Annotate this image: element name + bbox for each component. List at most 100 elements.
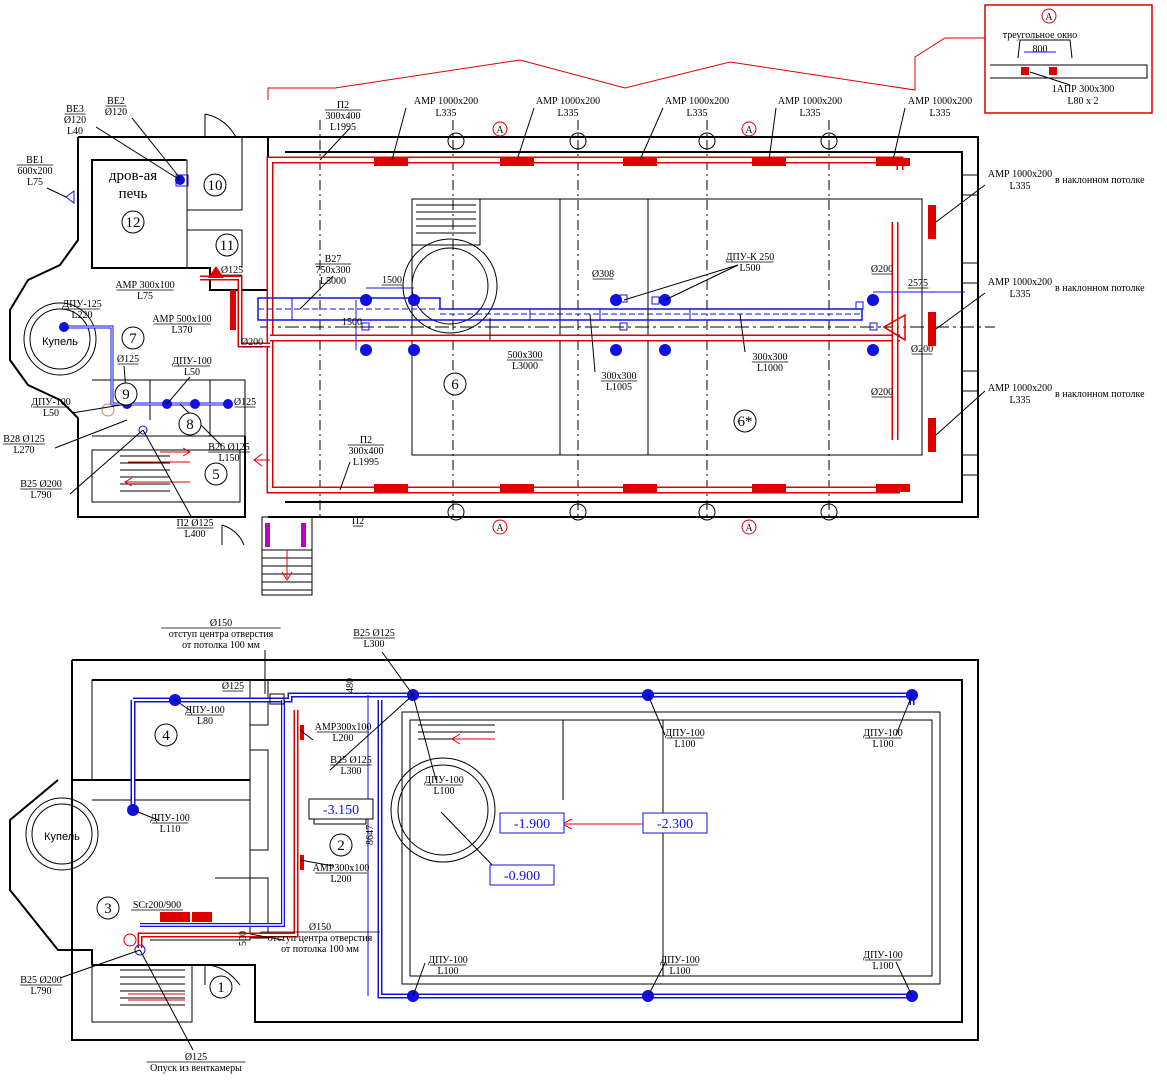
d300x300-b-label: 300х300 bbox=[753, 352, 788, 363]
callout-a-label2: L80 х 2 bbox=[1067, 96, 1098, 107]
room-9: 9 bbox=[122, 387, 130, 403]
dpu-l80-label: ДПУ-100 bbox=[185, 705, 224, 716]
dpu-l100-tr1-label: L100 bbox=[674, 739, 695, 750]
scr-label: SCr200/900 bbox=[133, 900, 181, 911]
o125-l-label: Ø125 bbox=[222, 681, 244, 692]
amr-top-5-len: L335 bbox=[929, 108, 950, 119]
level-2300-box bbox=[642, 812, 708, 834]
v28-label: L270 bbox=[13, 445, 34, 456]
amr-500-label: АМР 500х100 bbox=[152, 314, 211, 325]
stove-label-1: дров-ая bbox=[109, 168, 157, 184]
lower-levels: -3.150-1.900-2.300-0.900 bbox=[308, 798, 708, 886]
v25-a-label: В25 Ø200 bbox=[20, 479, 61, 490]
amr-side-1-len: L335 bbox=[1009, 181, 1030, 192]
room-6s-ring bbox=[733, 409, 757, 433]
amr-top-2: АМР 1000х200 bbox=[536, 96, 600, 107]
amr300-a-label: L200 bbox=[332, 733, 353, 744]
axis-mark: А bbox=[496, 125, 504, 136]
level-1900-box bbox=[499, 812, 565, 834]
room-6: 6 bbox=[451, 377, 459, 393]
o150-bot-label: от потолка 100 мм bbox=[281, 944, 360, 955]
v27-label: В27 bbox=[325, 254, 342, 265]
ve3-label: Ø120 bbox=[64, 115, 86, 126]
room-12: 12 bbox=[126, 215, 141, 231]
o200-b-label: Ø200 bbox=[871, 264, 893, 275]
room-6-ring bbox=[443, 372, 467, 396]
dpu-l100-b2-label: ДПУ-100 bbox=[660, 955, 699, 966]
lower-plan bbox=[9, 659, 979, 1041]
v25-200-b-label: В25 Ø200 bbox=[20, 975, 61, 986]
level-3150-box bbox=[308, 798, 374, 820]
room-10-ring bbox=[203, 173, 227, 197]
amr-top-2-len: L335 bbox=[557, 108, 578, 119]
dpu100-a-label: ДПУ-100 bbox=[172, 356, 211, 367]
dpu-l110-label: L110 bbox=[160, 824, 181, 835]
room-7-ring bbox=[121, 326, 145, 350]
dpu125-label: L220 bbox=[71, 310, 92, 321]
axis-mark: А bbox=[745, 125, 753, 136]
room-7: 7 bbox=[129, 331, 137, 347]
room-12-ring bbox=[121, 210, 145, 234]
room-2-ring bbox=[329, 833, 353, 857]
dpu-l100-b3-label: ДПУ-100 bbox=[863, 950, 902, 961]
ve2-label: ВЕ2 bbox=[107, 96, 125, 107]
o150-top-label: от потолка 100 мм bbox=[182, 640, 261, 651]
dpu-k250-label: ДПУ-К 250 bbox=[726, 252, 775, 263]
dpu-l100-b1-label: L100 bbox=[437, 966, 458, 977]
axis-mark: А bbox=[745, 523, 753, 534]
amr-side-1-note: в наклонном потолке bbox=[1055, 175, 1145, 186]
o200-c-label: Ø200 bbox=[911, 344, 933, 355]
p2-bottom-a-label: П2 bbox=[360, 435, 372, 446]
v25-125-b-label: L300 bbox=[340, 766, 361, 777]
dpu100-a-label: L50 bbox=[184, 367, 200, 378]
dpu-l100-b1-label: ДПУ-100 bbox=[428, 955, 467, 966]
dpu-l100-circle-label: L100 bbox=[433, 786, 454, 797]
room-5-ring bbox=[204, 462, 228, 486]
ve1-label: 600х200 bbox=[18, 166, 53, 177]
ducts-lower bbox=[123, 689, 918, 1002]
dpu-l100-tr1-label: ДПУ-100 bbox=[665, 728, 704, 739]
dim-480: 480 bbox=[345, 678, 356, 693]
v25-a-label: L790 bbox=[30, 490, 51, 501]
leaders-upper bbox=[46, 107, 986, 519]
v26-label: L150 bbox=[218, 453, 239, 464]
o125-b-label: Ø125 bbox=[117, 354, 139, 365]
amr-top-labels: АМР 1000х200 L335 АМР 1000х200 L335 АМР … bbox=[414, 96, 972, 119]
amr300-b-label: АМР300х100 bbox=[313, 863, 370, 874]
o125-a-label: Ø125 bbox=[221, 265, 243, 276]
o200-d-label: Ø200 bbox=[871, 387, 893, 398]
ve2-label: Ø120 bbox=[105, 107, 127, 118]
callout-a-label1: 1АПР 300х300 bbox=[1052, 84, 1115, 95]
p2-125-label: П2 Ø125 bbox=[177, 518, 214, 529]
amr-side-labels: АМР 1000х200 L335 в наклонном потолке АМ… bbox=[988, 169, 1145, 406]
d500x300-label: 500х300 bbox=[508, 350, 543, 361]
amr300-a-label: АМР300х100 bbox=[315, 722, 372, 733]
p2-bottom-b-label: П2 bbox=[352, 516, 364, 527]
dpu-l100-circle-label: ДПУ-100 bbox=[424, 775, 463, 786]
kupel-upper: Купель bbox=[42, 336, 78, 348]
leaders-lower bbox=[59, 650, 913, 1051]
dpu100-b-label: L50 bbox=[43, 408, 59, 419]
room-3: 3 bbox=[104, 901, 112, 917]
amr-top-4-len: L335 bbox=[799, 108, 820, 119]
room-2: 2 bbox=[337, 838, 345, 854]
v27-label: 750х300 bbox=[316, 265, 351, 276]
amr-side-1: АМР 1000х200 bbox=[988, 169, 1052, 180]
room-5: 5 bbox=[212, 467, 220, 483]
dpu-l80-label: L80 bbox=[197, 716, 213, 727]
ve1-label: ВЕ1 bbox=[26, 155, 44, 166]
amr-side-3-len: L335 bbox=[1009, 395, 1030, 406]
d1500-v-label: 1500 bbox=[342, 317, 362, 328]
level-2300: -2.300 bbox=[657, 817, 693, 832]
dpu-k250-label: L500 bbox=[739, 263, 760, 274]
amr-top-3: АМР 1000х200 bbox=[665, 96, 729, 107]
o150-bot-label: отступ центра отверстия bbox=[268, 933, 373, 944]
room-11-ring bbox=[215, 233, 239, 257]
p2-bottom-a-label: 300х400 bbox=[349, 446, 384, 457]
room-4-ring bbox=[154, 723, 178, 747]
p2-bottom-a-label: L1995 bbox=[353, 457, 379, 468]
d300x300-b-label: L1000 bbox=[757, 363, 783, 374]
